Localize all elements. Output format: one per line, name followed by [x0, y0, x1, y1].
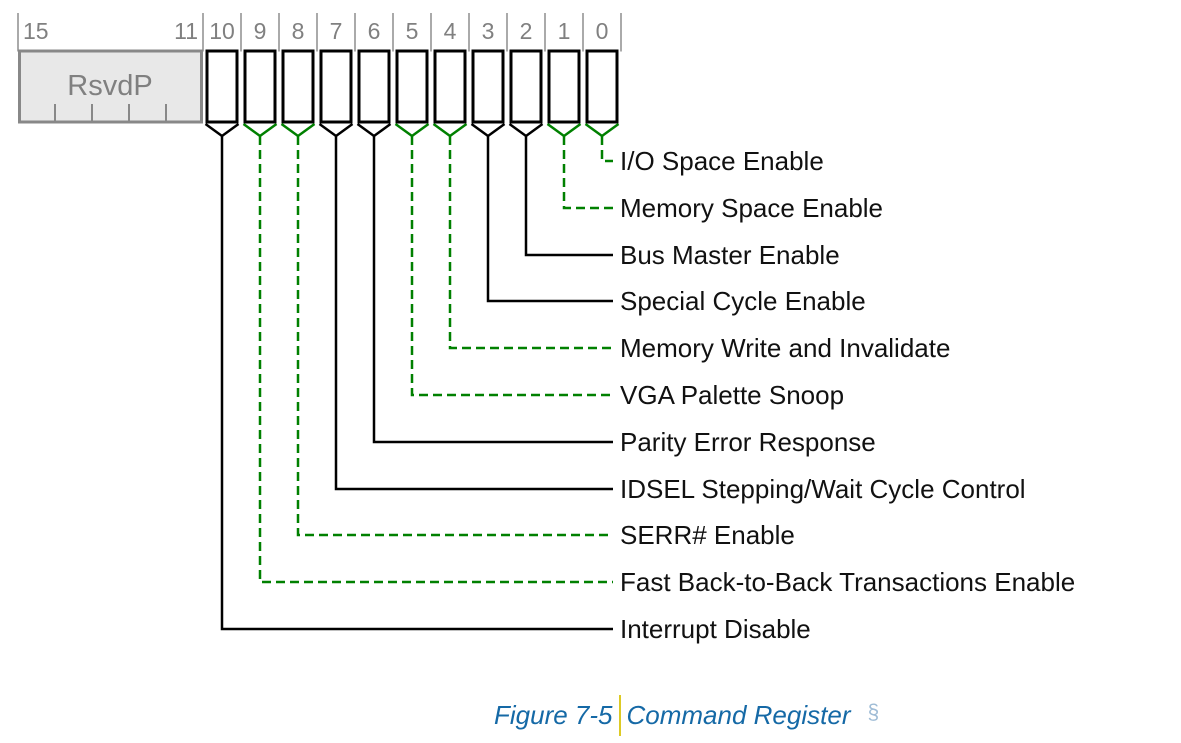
bit-box-8: [281, 49, 315, 124]
bit-field-label-7: IDSEL Stepping/Wait Cycle Control: [620, 474, 1026, 504]
bit-funnel-10: [204, 122, 240, 138]
bit-number-6: 6: [368, 18, 381, 44]
bit-number-1: 1: [558, 18, 571, 44]
bit-funnel-8: [280, 122, 316, 138]
bit-connector-7: [334, 136, 613, 491]
bit-number-11: 11: [174, 18, 198, 44]
bit-number-4: 4: [444, 18, 457, 44]
bit-number-7: 7: [330, 18, 343, 44]
bit-connector-4: [448, 136, 613, 350]
bit-funnel-6: [356, 122, 392, 138]
bit-funnel-1: [546, 122, 582, 138]
figure-title: Command Register: [626, 699, 851, 730]
bit-number-9: 9: [254, 18, 267, 44]
bit-field-label-0: I/O Space Enable: [620, 146, 824, 176]
caption-divider-bar: [618, 694, 621, 736]
bit-box-2: [509, 49, 543, 124]
section-link-icon[interactable]: §: [867, 701, 880, 724]
figure-caption: Figure 7-5 Command Register §: [494, 692, 879, 738]
bit-funnel-0: [584, 122, 620, 138]
bit-funnel-7: [318, 122, 354, 138]
bit-box-3: [471, 49, 505, 124]
bit-box-6: [357, 49, 391, 124]
bit-field-label-2: Bus Master Enable: [620, 240, 840, 270]
bit-connector-1: [562, 136, 613, 210]
bit-box-5: [395, 49, 429, 124]
bit-field-label-4: Memory Write and Invalidate: [620, 333, 950, 363]
bit-funnel-4: [432, 122, 468, 138]
bit-field-label-3: Special Cycle Enable: [620, 286, 866, 316]
bit-number-2: 2: [520, 18, 533, 44]
bit-number-10: 10: [209, 18, 235, 44]
bit-field-label-9: Fast Back-to-Back Transactions Enable: [620, 567, 1075, 597]
bit-box-4: [433, 49, 467, 124]
bit-connector-2: [524, 136, 613, 257]
bit-connector-10: [220, 136, 613, 631]
bit-connector-3: [486, 136, 613, 303]
bit-number-8: 8: [292, 18, 305, 44]
bit-field-label-1: Memory Space Enable: [620, 193, 883, 223]
bit-funnel-5: [394, 122, 430, 138]
bit-field-label-10: Interrupt Disable: [620, 614, 811, 644]
bit-box-10: [205, 49, 239, 124]
bit-number-0: 0: [596, 18, 609, 44]
bit-connector-9: [258, 136, 613, 584]
reserved-field-box: [18, 49, 203, 124]
bit-number-15: 15: [23, 18, 49, 44]
bit-box-9: [243, 49, 277, 124]
bit-number-3: 3: [482, 18, 495, 44]
bit-field-label-8: SERR# Enable: [620, 520, 795, 550]
bit-connector-8: [296, 136, 613, 537]
bit-connector-0: [600, 136, 613, 163]
bit-field-label-6: Parity Error Response: [620, 427, 876, 457]
bit-box-0: [585, 49, 619, 124]
bit-box-7: [319, 49, 353, 124]
bit-funnel-3: [470, 122, 506, 138]
reserved-field-label: RsvdP: [67, 70, 152, 102]
bit-funnel-9: [242, 122, 278, 138]
bit-number-5: 5: [406, 18, 419, 44]
bit-field-label-5: VGA Palette Snoop: [620, 380, 844, 410]
bit-box-1: [547, 49, 581, 124]
bit-funnel-2: [508, 122, 544, 138]
bit-connector-5: [410, 136, 613, 397]
bit-connector-6: [372, 136, 613, 444]
figure-number-label: Figure 7-5: [494, 699, 613, 730]
